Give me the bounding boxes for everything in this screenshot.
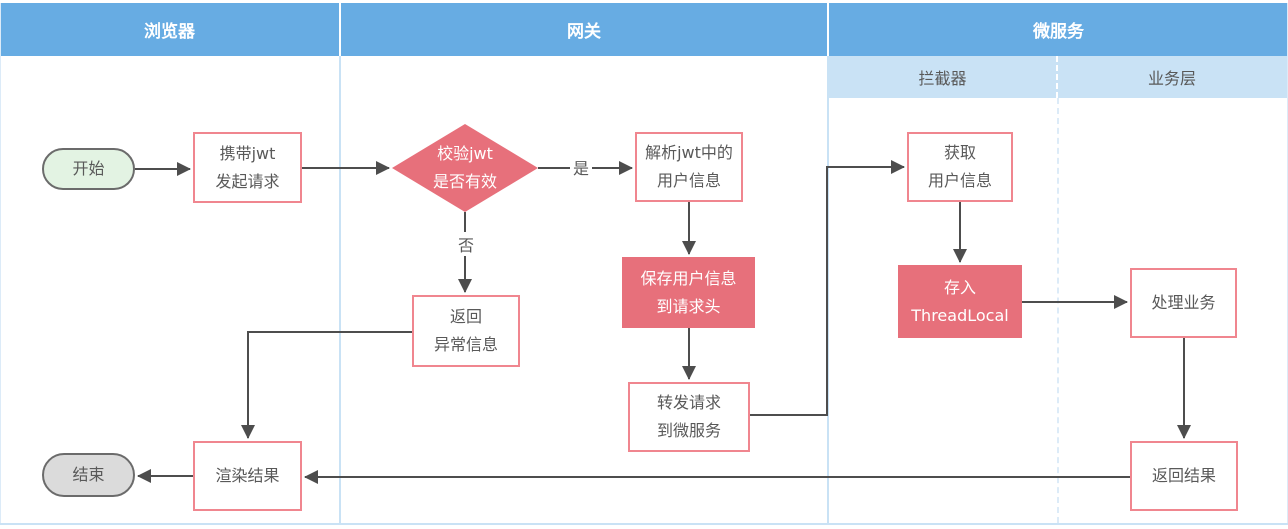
node-carry-jwt-request-line1: 携带jwt [219,143,276,163]
node-render-result-label: 渲染结果 [215,466,280,485]
node-return-exception: 返回 异常信息 [412,295,520,367]
node-parse-jwt-line1: 解析jwt中的 [645,143,733,162]
node-end: 结束 [42,453,135,497]
edge-label-yes: 是 [570,155,593,179]
node-carry-jwt-request: 携带jwt 发起请求 [193,132,302,203]
node-start: 开始 [42,148,135,190]
edge-returnerror-to-render [241,331,412,439]
sublane-header-interceptor: 拦截器 [829,56,1058,98]
lane-header-gateway: 网关 [341,3,827,56]
node-return-exception-line1: 返回 [449,307,482,326]
node-store-threadlocal: 存入 ThreadLocal [898,265,1022,338]
node-save-userinfo-line2: 到请求头 [656,296,721,316]
node-start-label: 开始 [72,159,105,178]
node-store-threadlocal-line1: 存入 [943,277,976,297]
node-save-userinfo-line1: 保存用户信息 [640,268,737,288]
lane-divider-browser-gateway [339,56,341,523]
node-get-userinfo-line2: 用户信息 [927,171,992,190]
node-verify-jwt-line2: 是否有效 [432,172,497,191]
node-end-label: 结束 [72,465,105,484]
diagram-bottom-border [0,523,1288,525]
diagram-left-border [0,3,1,523]
node-return-result-label: 返回结果 [1151,466,1216,485]
lane-header-browser: 浏览器 [0,3,339,56]
node-get-userinfo: 获取 用户信息 [907,132,1013,202]
node-store-threadlocal-line2: ThreadLocal [911,305,1009,325]
node-carry-jwt-request-line2: 发起请求 [215,171,280,191]
edge-forward-to-getuser [750,160,905,416]
sublane-divider-dashed [1057,98,1059,523]
node-process-business-label: 处理业务 [1151,293,1216,312]
node-return-result: 返回结果 [1130,441,1238,511]
sublane-header-business: 业务层 [1147,69,1196,88]
edge-label-no: 否 [455,232,478,256]
node-render-result: 渲染结果 [193,441,302,511]
sublane-header-row: 拦截器 业务层 [829,56,1288,98]
node-return-exception-line2: 异常信息 [433,335,498,354]
node-save-userinfo-header: 保存用户信息 到请求头 [622,257,755,328]
node-parse-jwt-userinfo: 解析jwt中的 用户信息 [635,132,743,202]
node-forward-line1: 转发请求 [656,393,721,412]
node-parse-jwt-line2: 用户信息 [656,171,721,190]
lane-header-microservice: 微服务 [829,3,1288,56]
node-verify-jwt-line1: 校验jwt [437,144,493,163]
lane-header-row: 浏览器 网关 微服务 [0,3,1288,56]
node-forward-to-microservice: 转发请求 到微服务 [628,382,750,452]
node-forward-line2: 到微服务 [656,421,721,440]
node-process-business: 处理业务 [1130,268,1237,338]
node-get-userinfo-line1: 获取 [943,143,976,162]
